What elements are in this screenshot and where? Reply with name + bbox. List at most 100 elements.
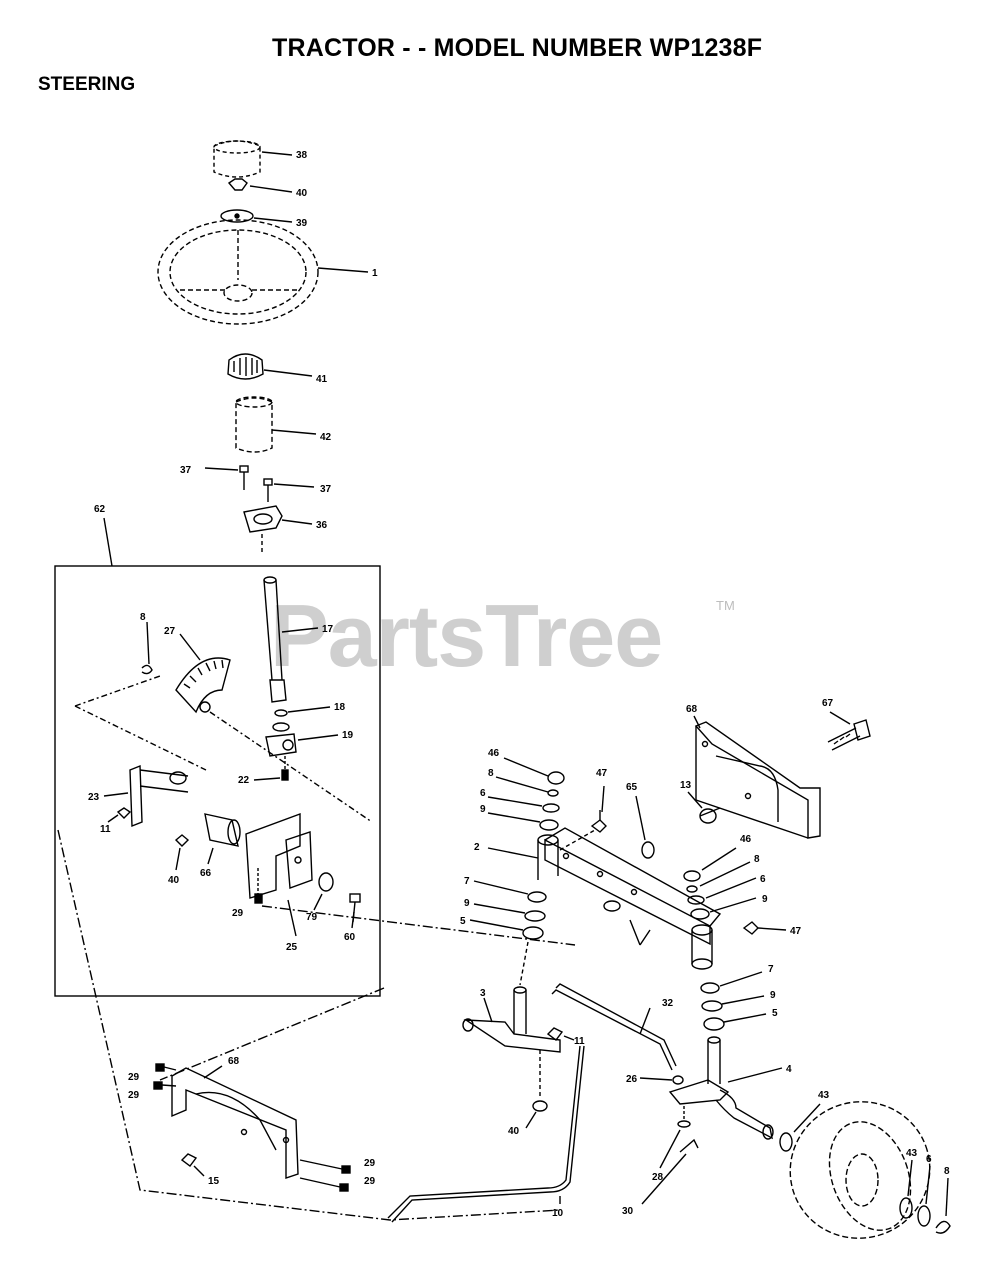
drag-link-10[interactable] xyxy=(387,1045,585,1223)
callout-5[interactable]: 5 xyxy=(460,916,466,927)
steering-washer[interactable] xyxy=(220,209,254,223)
cap-46-right[interactable] xyxy=(683,870,701,882)
steering-shaft[interactable] xyxy=(263,576,287,703)
washer-6-right[interactable] xyxy=(687,895,705,905)
callout-46[interactable]: 46 xyxy=(740,834,752,845)
callout-42[interactable]: 42 xyxy=(320,432,332,443)
cap-46-left[interactable] xyxy=(547,771,565,785)
bolt-67[interactable] xyxy=(827,719,871,751)
callout-11[interactable]: 11 xyxy=(100,824,111,835)
steering-pinion-19[interactable] xyxy=(265,722,297,757)
steering-nut[interactable] xyxy=(227,178,248,191)
washer-43-inner[interactable] xyxy=(779,1132,793,1152)
washer-9-right-lower[interactable] xyxy=(701,1000,723,1012)
steering-wheel[interactable] xyxy=(157,219,319,325)
washer-5-left[interactable] xyxy=(522,926,544,940)
callout-9[interactable]: 9 xyxy=(480,804,486,815)
callout-26[interactable]: 26 xyxy=(626,1074,638,1085)
washer-6-wheel[interactable] xyxy=(917,1205,931,1227)
callout-8[interactable]: 8 xyxy=(754,854,760,865)
nut-40-axle[interactable] xyxy=(532,1100,548,1112)
callout-19[interactable]: 19 xyxy=(342,730,354,741)
washer-9-right[interactable] xyxy=(690,908,710,920)
callout-29[interactable]: 29 xyxy=(128,1090,140,1101)
spindle-3[interactable] xyxy=(462,986,561,1053)
callout-5[interactable]: 5 xyxy=(772,1008,778,1019)
washer-7-right[interactable] xyxy=(700,982,720,994)
callout-40[interactable]: 40 xyxy=(296,188,308,199)
screw-29-d[interactable] xyxy=(299,1177,349,1192)
callout-9[interactable]: 9 xyxy=(762,894,768,905)
steering-sleeve[interactable] xyxy=(235,396,273,453)
callout-62[interactable]: 62 xyxy=(94,504,106,515)
washer-6-left[interactable] xyxy=(542,803,560,813)
callout-60[interactable]: 60 xyxy=(344,932,356,943)
spacer-66[interactable] xyxy=(204,813,241,847)
callout-37[interactable]: 37 xyxy=(180,465,192,476)
nut-11-axle[interactable] xyxy=(546,1027,564,1041)
nut-11-inset[interactable] xyxy=(116,807,132,819)
callout-25[interactable]: 25 xyxy=(286,942,298,953)
callout-6[interactable]: 6 xyxy=(480,788,486,799)
callout-18[interactable]: 18 xyxy=(334,702,346,713)
callout-28[interactable]: 28 xyxy=(652,1172,664,1183)
callout-2[interactable]: 2 xyxy=(474,842,480,853)
callout-29[interactable]: 29 xyxy=(232,908,244,919)
bracket-25[interactable] xyxy=(245,812,313,899)
front-tire[interactable] xyxy=(771,1082,949,1258)
steering-bushing-plate[interactable] xyxy=(243,505,283,533)
grease-fitting-47-left[interactable] xyxy=(590,810,607,833)
callout-40[interactable]: 40 xyxy=(508,1126,520,1137)
callout-67[interactable]: 67 xyxy=(822,698,834,709)
callout-37[interactable]: 37 xyxy=(320,484,332,495)
spindle-left[interactable] xyxy=(537,834,559,880)
callout-7[interactable]: 7 xyxy=(768,964,774,975)
callout-8[interactable]: 8 xyxy=(140,612,146,623)
washer-79[interactable] xyxy=(318,872,334,892)
callout-8[interactable]: 8 xyxy=(488,768,494,779)
callout-43[interactable]: 43 xyxy=(818,1090,830,1101)
callout-15[interactable]: 15 xyxy=(208,1176,220,1187)
nut-15[interactable] xyxy=(180,1153,198,1167)
callout-22[interactable]: 22 xyxy=(238,775,250,786)
clip-8-right[interactable] xyxy=(686,885,698,893)
washer-43-outer[interactable] xyxy=(899,1197,913,1219)
washer-28[interactable] xyxy=(677,1120,691,1128)
screw-29-c[interactable] xyxy=(299,1159,351,1174)
clip-8-wheel[interactable] xyxy=(935,1220,951,1234)
bolt-37-right[interactable] xyxy=(263,478,273,502)
callout-38[interactable]: 38 xyxy=(296,150,308,161)
screw-29-b[interactable] xyxy=(153,1081,177,1090)
callout-29[interactable]: 29 xyxy=(364,1176,376,1187)
bolt-22[interactable] xyxy=(281,756,289,781)
bolt-37-left[interactable] xyxy=(239,465,249,490)
callout-17[interactable]: 17 xyxy=(322,624,334,635)
callout-29[interactable]: 29 xyxy=(364,1158,376,1169)
bushing-13[interactable] xyxy=(699,807,721,824)
callout-4[interactable]: 4 xyxy=(786,1064,792,1075)
nut-40-inset[interactable] xyxy=(174,834,190,847)
spindle-right[interactable] xyxy=(691,924,713,970)
nut-26[interactable] xyxy=(672,1075,684,1085)
callout-13[interactable]: 13 xyxy=(680,780,692,791)
callout-1[interactable]: 1 xyxy=(372,268,378,279)
bushing-65[interactable] xyxy=(641,841,655,859)
callout-10[interactable]: 10 xyxy=(552,1208,564,1219)
callout-46[interactable]: 46 xyxy=(488,748,500,759)
callout-6[interactable]: 6 xyxy=(760,874,766,885)
bolt-29-inset[interactable] xyxy=(254,868,263,904)
axle-bracket-68-right[interactable] xyxy=(694,721,821,839)
washer-7-left[interactable] xyxy=(527,891,547,903)
callout-9[interactable]: 9 xyxy=(464,898,470,909)
callout-65[interactable]: 65 xyxy=(626,782,638,793)
callout-36[interactable]: 36 xyxy=(316,520,328,531)
cotter-pin-30[interactable] xyxy=(679,1138,699,1153)
callout-43[interactable]: 43 xyxy=(906,1148,918,1159)
steering-adapter[interactable] xyxy=(227,353,264,380)
callout-6[interactable]: 6 xyxy=(926,1154,932,1165)
callout-7[interactable]: 7 xyxy=(464,876,470,887)
callout-8[interactable]: 8 xyxy=(944,1166,950,1177)
callout-3[interactable]: 3 xyxy=(480,988,486,999)
callout-79[interactable]: 79 xyxy=(306,912,318,923)
callout-27[interactable]: 27 xyxy=(164,626,176,637)
